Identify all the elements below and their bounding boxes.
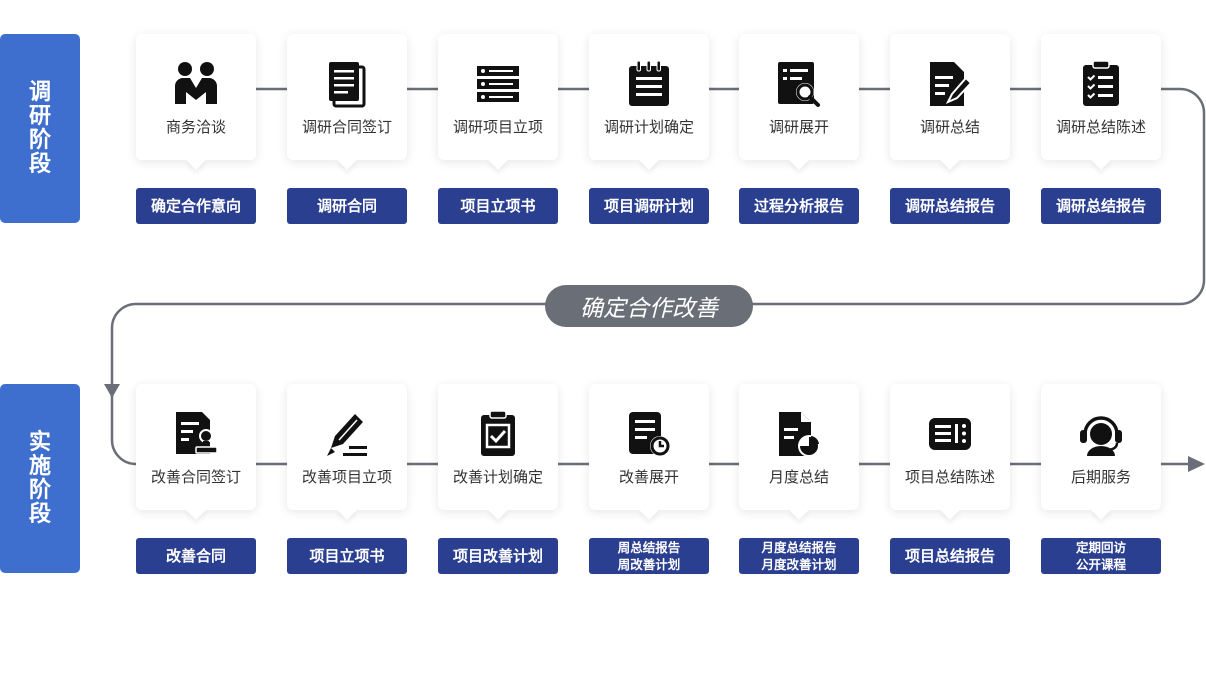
- step-label: 调研总结: [919, 118, 980, 136]
- stage-research-label: 调研阶段: [28, 79, 51, 177]
- stage-research: 调研阶段: [0, 34, 80, 223]
- step-label: 调研项目立项: [452, 118, 543, 136]
- pen-sign-icon: [325, 410, 369, 458]
- output-text: 项目改善计划: [452, 547, 543, 565]
- step-card-project-presentation: 项目总结陈述: [890, 384, 1010, 510]
- output-text: 周总结报告 周改善计划: [617, 540, 681, 572]
- server-list-icon: [476, 60, 520, 108]
- contract-stamp-icon: [174, 410, 218, 458]
- step-label: 商务洽谈: [165, 118, 226, 136]
- step-card-improve-plan: 改善计划确定: [438, 384, 558, 510]
- output-badge: 过程分析报告: [739, 188, 859, 224]
- step-card-research-project: 调研项目立项: [438, 34, 558, 160]
- step-card-research-launch: 调研展开: [739, 34, 859, 160]
- output-badge: 确定合作意向: [136, 188, 256, 224]
- document-search-icon: [777, 60, 821, 108]
- output-text: 项目总结报告: [904, 547, 995, 565]
- output-badge: 调研总结报告: [890, 188, 1010, 224]
- output-badge: 改善合同: [136, 538, 256, 574]
- step-card-improve-project: 改善项目立项: [287, 384, 407, 510]
- output-badge: 调研总结报告: [1041, 188, 1161, 224]
- step-card-monthly-summary: 月度总结: [739, 384, 859, 510]
- output-badge: 定期回访 公开课程: [1041, 538, 1161, 574]
- step-label: 调研展开: [768, 118, 829, 136]
- step-card-business-talk: 商务洽谈: [136, 34, 256, 160]
- output-text: 调研总结报告: [1055, 197, 1146, 215]
- step-label: 后期服务: [1070, 468, 1131, 486]
- step-label: 改善展开: [618, 468, 679, 486]
- output-text: 调研合同: [316, 197, 377, 215]
- step-card-improve-contract: 改善合同签订: [136, 384, 256, 510]
- step-card-improve-launch: 改善展开: [589, 384, 709, 510]
- output-badge: 项目总结报告: [890, 538, 1010, 574]
- output-badge: 周总结报告 周改善计划: [589, 538, 709, 574]
- document-clock-icon: [627, 410, 671, 458]
- step-card-after-service: 后期服务: [1041, 384, 1161, 510]
- document-stack-icon: [325, 60, 369, 108]
- output-text: 改善合同: [165, 547, 226, 565]
- step-label: 项目总结陈述: [904, 468, 995, 486]
- step-card-research-summary: 调研总结: [890, 34, 1010, 160]
- connector-label-text: 确定合作改善: [580, 296, 718, 322]
- output-badge: 项目立项书: [287, 538, 407, 574]
- document-chart-icon: [777, 410, 821, 458]
- connector-label: 确定合作改善: [545, 285, 753, 327]
- output-text: 调研总结报告: [904, 197, 995, 215]
- step-card-research-contract: 调研合同签订: [287, 34, 407, 160]
- output-text: 项目立项书: [460, 197, 536, 215]
- output-text: 项目立项书: [309, 547, 385, 565]
- output-badge: 月度总结报告 月度改善计划: [739, 538, 859, 574]
- step-label: 调研合同签订: [301, 118, 392, 136]
- output-text: 项目调研计划: [603, 197, 694, 215]
- stage-implementation-label: 实施阶段: [28, 429, 51, 527]
- step-card-research-plan: 调研计划确定: [589, 34, 709, 160]
- step-label: 改善计划确定: [452, 468, 543, 486]
- output-text: 定期回访 公开课程: [1075, 540, 1126, 572]
- step-label: 月度总结: [768, 468, 829, 486]
- headset-support-icon: [1079, 410, 1123, 458]
- step-label: 改善合同签订: [150, 468, 241, 486]
- flow-arrow-end: [1188, 456, 1205, 472]
- step-card-research-presentation: 调研总结陈述: [1041, 34, 1161, 160]
- output-badge: 项目改善计划: [438, 538, 558, 574]
- output-badge: 调研合同: [287, 188, 407, 224]
- step-label: 调研计划确定: [603, 118, 694, 136]
- step-label: 改善项目立项: [301, 468, 392, 486]
- step-label: 调研总结陈述: [1055, 118, 1146, 136]
- output-badge: 项目调研计划: [589, 188, 709, 224]
- output-text: 确定合作意向: [150, 197, 241, 215]
- handshake-people-icon: [174, 60, 218, 108]
- clipboard-check-icon: [476, 410, 520, 458]
- clipboard-list-icon: [1079, 60, 1123, 108]
- output-text: 月度总结报告 月度改善计划: [761, 540, 837, 572]
- document-edit-icon: [928, 60, 972, 108]
- presentation-list-icon: [928, 410, 972, 458]
- flow-arrow-down: [104, 384, 120, 398]
- stage-implementation: 实施阶段: [0, 384, 80, 573]
- notepad-icon: [627, 60, 671, 108]
- output-badge: 项目立项书: [438, 188, 558, 224]
- output-text: 过程分析报告: [753, 197, 844, 215]
